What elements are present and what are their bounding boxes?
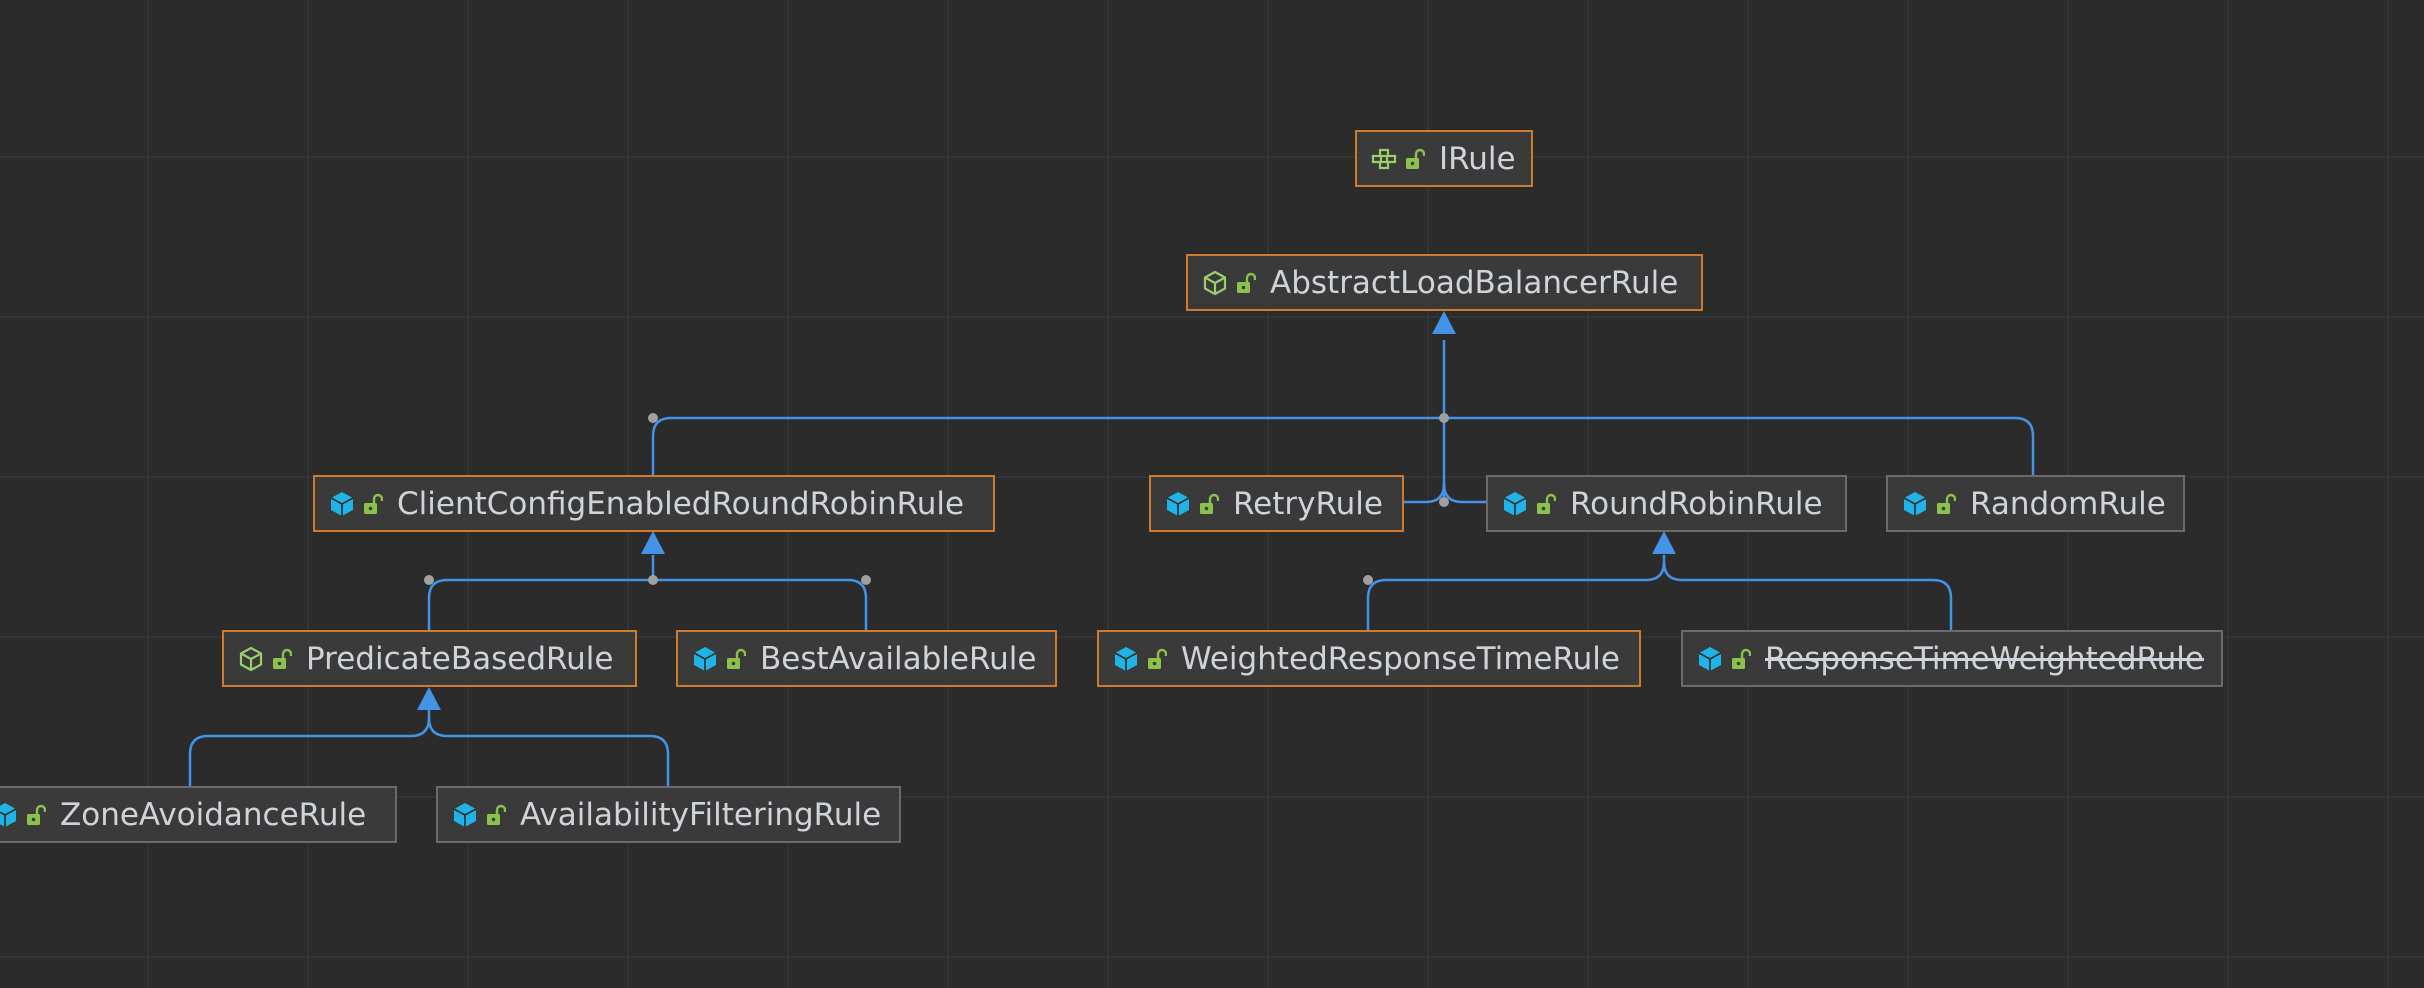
lock-open-icon [487, 804, 506, 825]
abstract-class-icon [1203, 270, 1227, 295]
edge-predicate-to-client-config [427, 578, 653, 630]
lock-open-icon [1406, 148, 1425, 169]
edge-zone-avoidance-to-predicate [188, 734, 411, 786]
node-label-deprecated: ResponseTimeWeightedRule [1765, 640, 2204, 677]
arrowhead-abstract-lb-rule [1432, 311, 1456, 334]
edge-retry-to-abstract [1403, 483, 1446, 504]
node-label: ClientConfigEnabledRoundRobinRule [397, 485, 965, 522]
edge-response-time-to-round-robin [1682, 578, 1953, 630]
arrowhead-round-robin [1652, 531, 1676, 554]
junction-dot [1363, 575, 1373, 585]
junction-dot [424, 575, 434, 585]
node-label: PredicateBasedRule [306, 640, 614, 677]
class-icon [1903, 491, 1927, 516]
class-icon [1698, 646, 1722, 671]
lock-open-icon [1148, 648, 1167, 669]
node-abstract-load-balancer-rule[interactable]: AbstractLoadBalancerRule [1186, 254, 1703, 311]
node-random-rule[interactable]: RandomRule [1886, 475, 2185, 532]
node-best-available-rule[interactable]: BestAvailableRule [676, 630, 1057, 687]
node-retry-rule[interactable]: RetryRule [1149, 475, 1404, 532]
junction-dot [648, 575, 658, 585]
lock-open-icon [1200, 493, 1219, 514]
node-label: ZoneAvoidanceRule [60, 796, 367, 833]
node-label: RoundRobinRule [1570, 485, 1823, 522]
edge-availability-to-predicate [427, 717, 670, 786]
node-availability-filtering-rule[interactable]: AvailabilityFilteringRule [436, 786, 901, 843]
lock-open-icon [1537, 493, 1556, 514]
node-client-config-enabled-round-robin-rule[interactable]: ClientConfigEnabledRoundRobinRule [313, 475, 995, 532]
lock-open-icon [273, 648, 292, 669]
node-label: RandomRule [1970, 485, 2166, 522]
node-label: AvailabilityFilteringRule [520, 796, 882, 833]
arrowhead-client-config [641, 531, 665, 554]
junction-dot [861, 575, 871, 585]
arrowhead-predicate [417, 687, 441, 710]
node-label: WeightedResponseTimeRule [1181, 640, 1620, 677]
node-response-time-weighted-rule[interactable]: ResponseTimeWeightedRule [1681, 630, 2223, 687]
edge-random-to-abstract [1444, 416, 2035, 475]
lock-open-icon [27, 804, 46, 825]
junction-dot [1439, 413, 1449, 423]
edge-roundrobin-to-abstract [1442, 483, 1487, 504]
node-round-robin-rule[interactable]: RoundRobinRule [1486, 475, 1847, 532]
edge-best-available-to-client-config [653, 578, 868, 630]
class-icon [453, 802, 477, 827]
node-label: RetryRule [1233, 485, 1383, 522]
lock-open-icon [1732, 648, 1751, 669]
junction-dot [1439, 497, 1449, 507]
edge-trunk-round-robin [1662, 555, 1683, 582]
class-icon [1503, 491, 1527, 516]
abstract-class-icon [239, 646, 263, 671]
lock-open-icon [727, 648, 746, 669]
lock-open-icon [1937, 493, 1956, 514]
node-predicate-based-rule[interactable]: PredicateBasedRule [222, 630, 637, 687]
node-label: IRule [1439, 140, 1516, 177]
interface-icon [1371, 148, 1397, 169]
lock-open-icon [364, 493, 383, 514]
edge-weighted-to-round-robin [1366, 561, 1666, 630]
edge-trunk-predicate [410, 710, 431, 738]
lock-open-icon [1237, 272, 1256, 293]
edge-client-config-to-abstract [651, 416, 1444, 475]
junction-dot [648, 413, 658, 423]
node-zone-avoidance-rule[interactable]: ZoneAvoidanceRule [0, 786, 397, 843]
node-weighted-response-time-rule[interactable]: WeightedResponseTimeRule [1097, 630, 1641, 687]
class-icon [330, 491, 354, 516]
class-icon [1114, 646, 1138, 671]
class-icon [1166, 491, 1190, 516]
node-label: AbstractLoadBalancerRule [1270, 264, 1679, 301]
class-icon [0, 802, 17, 827]
node-label: BestAvailableRule [760, 640, 1037, 677]
class-icon [693, 646, 717, 671]
node-irule[interactable]: IRule [1355, 130, 1533, 187]
